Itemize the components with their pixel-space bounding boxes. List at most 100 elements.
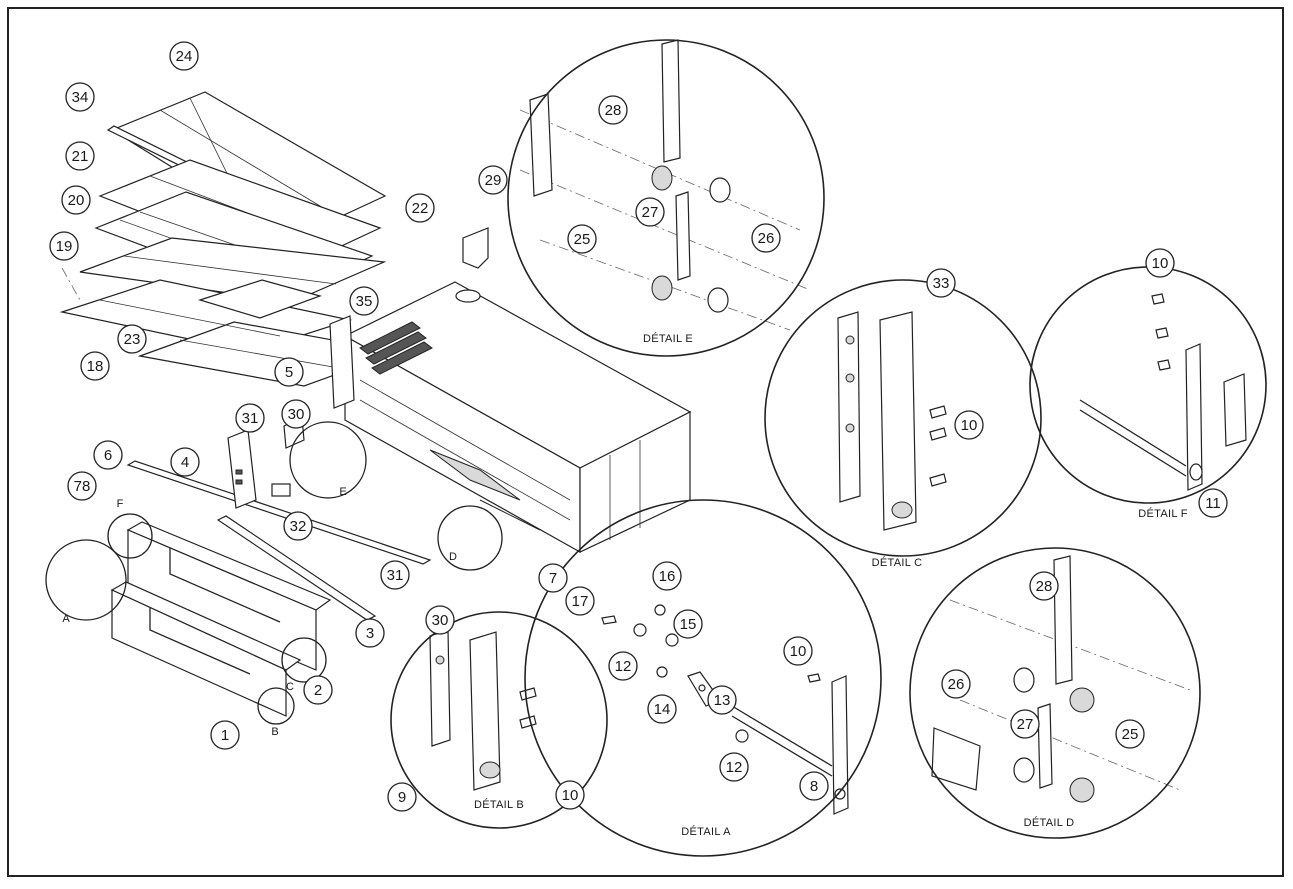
- balloon-label: 6: [104, 447, 112, 464]
- balloon-label: 10: [1152, 255, 1169, 272]
- detail-d-caption: DÉTAIL D: [1024, 816, 1075, 829]
- balloon-circle: [67, 471, 97, 501]
- balloon-label: 16: [659, 568, 676, 585]
- balloon-circle: [783, 636, 813, 666]
- detail-c-circle: [764, 279, 1042, 557]
- balloon-circle: [405, 193, 435, 223]
- balloon-b10f: 10: [1145, 248, 1175, 278]
- balloon-label: 26: [758, 230, 775, 247]
- balloon-circle: [652, 561, 682, 591]
- balloon-label: 14: [654, 701, 671, 718]
- balloon-label: 28: [1036, 578, 1053, 595]
- detail-c-caption: DÉTAIL C: [872, 556, 923, 569]
- detail-b-view: DÉTAIL B: [390, 611, 608, 829]
- balloon-b20: 20: [61, 185, 91, 215]
- balloon-b22: 22: [405, 193, 435, 223]
- balloon-b30a: 30: [281, 399, 311, 429]
- detail-e-parts: [519, 39, 811, 331]
- balloon-b17: 17: [565, 586, 595, 616]
- balloon-circle: [954, 410, 984, 440]
- balloon-label: 30: [288, 406, 305, 423]
- detail-b-caption: DÉTAIL B: [474, 798, 524, 811]
- detail-d-circle: [909, 547, 1201, 839]
- balloon-b7: 7: [538, 563, 568, 593]
- detail-e-view: DÉTAIL E: [507, 39, 825, 357]
- balloon-label: 26: [948, 676, 965, 693]
- balloon-b8: 8: [799, 771, 829, 801]
- balloon-circle: [274, 357, 304, 387]
- balloon-b23: 23: [117, 324, 147, 354]
- balloon-b25e: 25: [567, 224, 597, 254]
- balloon-b1: 1: [210, 720, 240, 750]
- balloon-b29: 29: [478, 165, 508, 195]
- handle-drawer-2: [126, 521, 332, 671]
- balloon-circle: [169, 41, 199, 71]
- balloon-b21: 21: [65, 141, 95, 171]
- cap-29: [462, 227, 489, 269]
- balloon-b14: 14: [647, 694, 677, 724]
- balloon-b26d: 26: [941, 669, 971, 699]
- balloon-circle: [635, 197, 665, 227]
- detail-c-parts: [837, 311, 947, 531]
- balloon-circle: [117, 324, 147, 354]
- balloon-b30b: 30: [425, 605, 455, 635]
- detail-a-caption: DÉTAIL A: [681, 825, 731, 838]
- balloon-b33: 33: [926, 268, 956, 298]
- balloon-b2: 2: [303, 675, 333, 705]
- detail-a-view: DÉTAIL A: [524, 499, 882, 857]
- balloon-circle: [673, 609, 703, 639]
- balloon-circle: [349, 286, 379, 316]
- balloon-circle: [281, 399, 311, 429]
- balloon-label: 4: [181, 454, 189, 471]
- balloon-label: 13: [714, 692, 731, 709]
- balloon-b27d: 27: [1010, 709, 1040, 739]
- balloon-circle: [61, 185, 91, 215]
- balloon-b9: 9: [387, 782, 417, 812]
- balloon-b32: 32: [283, 511, 313, 541]
- balloon-b34: 34: [65, 82, 95, 112]
- balloon-label: 27: [1017, 716, 1034, 733]
- balloon-b78: 78: [67, 471, 97, 501]
- balloon-label: 29: [485, 172, 502, 189]
- side-panel-35: [329, 315, 355, 409]
- detail-b-circle: [390, 611, 608, 829]
- handle-drawer-1: [110, 581, 302, 717]
- balloon-label: 11: [1205, 495, 1221, 512]
- balloon-b10a: 10: [783, 636, 813, 666]
- balloon-b12a: 12: [608, 651, 638, 681]
- balloon-circle: [93, 440, 123, 470]
- balloon-circle: [170, 447, 200, 477]
- callout-letter-lb: B: [271, 726, 278, 738]
- balloon-label: 12: [615, 658, 632, 675]
- callout-circle-e: [289, 421, 367, 499]
- balloon-circle: [355, 618, 385, 648]
- balloon-circle: [478, 165, 508, 195]
- balloon-b13: 13: [707, 685, 737, 715]
- balloon-b28e: 28: [598, 95, 628, 125]
- balloon-label: 21: [72, 148, 89, 165]
- balloon-label: 23: [124, 331, 141, 348]
- balloon-label: 25: [1122, 726, 1139, 743]
- balloon-b10c: 10: [954, 410, 984, 440]
- balloon-circle: [49, 231, 79, 261]
- balloon-label: 10: [961, 417, 978, 434]
- balloon-b18: 18: [80, 351, 110, 381]
- balloon-circle: [719, 752, 749, 782]
- balloon-label: 22: [412, 200, 429, 217]
- balloon-circle: [555, 780, 585, 810]
- balloon-b31a: 31: [235, 403, 265, 433]
- balloon-b31b: 31: [380, 560, 410, 590]
- balloon-b5: 5: [274, 357, 304, 387]
- callout-circle-c: [281, 637, 327, 683]
- balloon-label: 25: [574, 231, 591, 248]
- balloon-circle: [926, 268, 956, 298]
- balloon-label: 31: [242, 410, 259, 427]
- callout-letter-lc: C: [286, 681, 294, 693]
- balloon-circle: [647, 694, 677, 724]
- panel-23: [197, 279, 322, 319]
- balloon-b12b: 12: [719, 752, 749, 782]
